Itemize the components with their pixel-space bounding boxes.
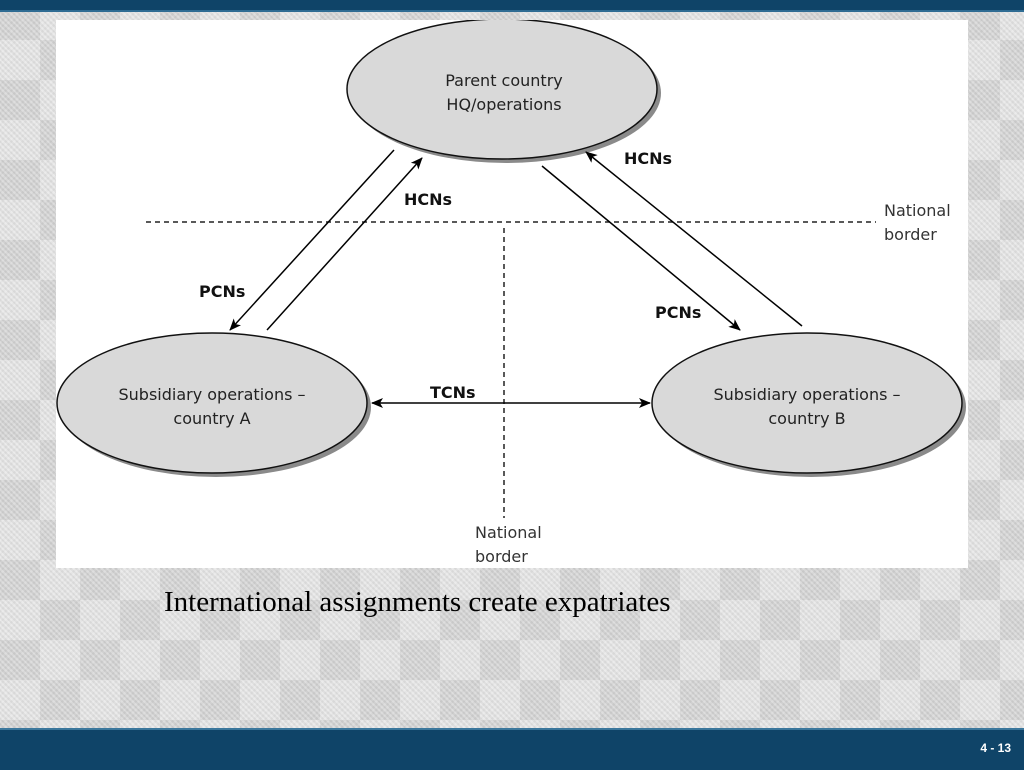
expatriate-flow-diagram: Parent country HQ/operations Subsidiary … bbox=[56, 20, 968, 568]
pcns-arrow-to-country-a bbox=[229, 149, 395, 331]
hcns-arrow-from-country-a bbox=[266, 157, 423, 331]
parent-node-label-line1: Parent country bbox=[445, 71, 563, 90]
hcns-label-country-b: HCNs bbox=[624, 149, 672, 168]
parent-node-label-line2: HQ/operations bbox=[446, 95, 561, 114]
hcns-label-country-a: HCNs bbox=[404, 190, 452, 209]
vertical-border-label-line2: border bbox=[475, 547, 528, 566]
hcns-arrow-from-country-b bbox=[585, 151, 803, 327]
diagram-canvas: Parent country HQ/operations Subsidiary … bbox=[56, 20, 966, 566]
horizontal-border-label-line1: National bbox=[884, 201, 951, 220]
vertical-border-label-line1: National bbox=[475, 523, 542, 542]
subsidiary-a-label-line2: country A bbox=[173, 409, 250, 428]
tcns-label: TCNs bbox=[430, 383, 476, 402]
subsidiary-b-label-line1: Subsidiary operations – bbox=[713, 385, 900, 404]
pcns-arrow-to-country-b bbox=[541, 165, 741, 331]
top-bar bbox=[0, 0, 1024, 12]
pcns-label-country-b: PCNs bbox=[655, 303, 701, 322]
slide-caption: International assignments create expatri… bbox=[164, 586, 671, 618]
horizontal-border-label-line2: border bbox=[884, 225, 937, 244]
subsidiary-b-node bbox=[651, 332, 963, 474]
bottom-bar: 4 - 13 bbox=[0, 728, 1024, 770]
parent-node bbox=[346, 20, 658, 160]
subsidiary-b-label-line2: country B bbox=[768, 409, 845, 428]
subsidiary-a-node bbox=[56, 332, 368, 474]
subsidiary-a-label-line1: Subsidiary operations – bbox=[118, 385, 305, 404]
pcns-label-country-a: PCNs bbox=[199, 282, 245, 301]
page-number: 4 - 13 bbox=[980, 741, 1011, 755]
